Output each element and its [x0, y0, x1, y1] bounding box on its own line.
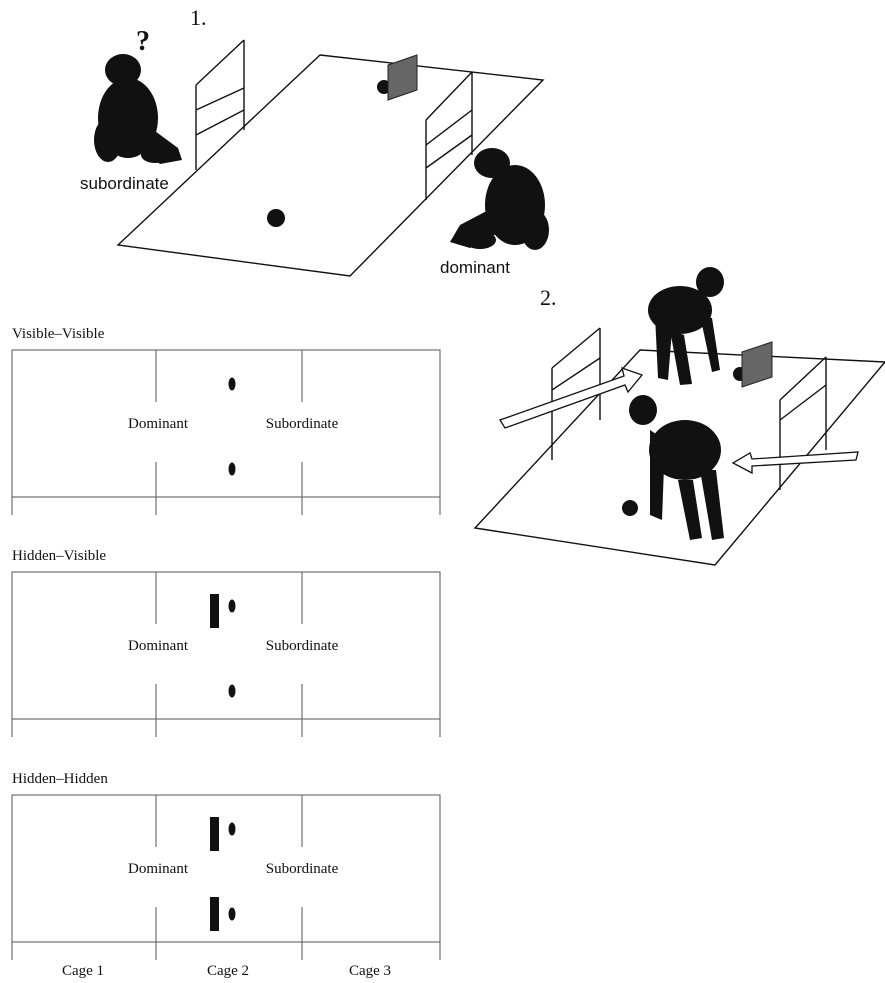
dominant-side-label: Dominant: [128, 861, 189, 877]
barrier-bottom: [210, 897, 219, 931]
upper-chimp-walking: [648, 267, 724, 385]
enclosure-outline: [11, 349, 441, 498]
dominant-arrow: [731, 451, 859, 475]
subordinate-side-label: Subordinate: [266, 861, 339, 877]
visible-food-1: [267, 209, 285, 227]
food-piece-top: [228, 377, 236, 391]
condition-title: Visible–Visible: [12, 326, 105, 342]
cage-label-3: Cage 3: [349, 963, 391, 979]
left-gate-2: [551, 327, 601, 460]
left-gate-1: [195, 39, 245, 170]
panel-1: 1. ?: [80, 5, 549, 277]
opaque-barrier-1: [387, 54, 418, 101]
subordinate-label: subordinate: [80, 174, 169, 193]
dominant-chimp: [450, 148, 549, 250]
food-piece-top: [228, 822, 236, 836]
panel-2-number: 2.: [540, 285, 557, 310]
dominant-side-label: Dominant: [128, 416, 189, 432]
food-piece-bottom: [228, 907, 236, 921]
enclosure-outline: [11, 794, 441, 943]
barrier-top: [210, 594, 219, 628]
subordinate-side-label: Subordinate: [266, 638, 339, 654]
condition-title: Hidden–Hidden: [12, 771, 108, 787]
right-gate-1: [425, 71, 473, 200]
dominant-label: dominant: [440, 258, 510, 277]
cage-labels: Cage 1 Cage 2 Cage 3: [62, 963, 391, 979]
subordinate-arrow: [499, 366, 644, 429]
lower-chimp-reaching: [629, 395, 724, 540]
right-gate-2: [779, 356, 827, 490]
panel-2: 2.: [473, 267, 885, 566]
enclosure-floor-1: [116, 54, 545, 277]
enclosure-outline: [11, 571, 441, 720]
food-piece-top: [228, 599, 236, 613]
question-mark: ?: [136, 26, 150, 57]
barrier-top: [210, 817, 219, 851]
food-piece-bottom: [228, 462, 236, 476]
condition-title: Hidden–Visible: [12, 548, 106, 564]
visible-food-2: [622, 500, 638, 516]
dominant-side-label: Dominant: [128, 638, 189, 654]
panel-1-number: 1.: [190, 5, 207, 30]
subordinate-side-label: Subordinate: [266, 416, 339, 432]
cage-label-2: Cage 2: [207, 963, 249, 979]
cage-label-1: Cage 1: [62, 963, 104, 979]
subordinate-chimp: [94, 54, 182, 164]
food-piece-bottom: [228, 684, 236, 698]
opaque-barrier-2: [741, 341, 773, 388]
